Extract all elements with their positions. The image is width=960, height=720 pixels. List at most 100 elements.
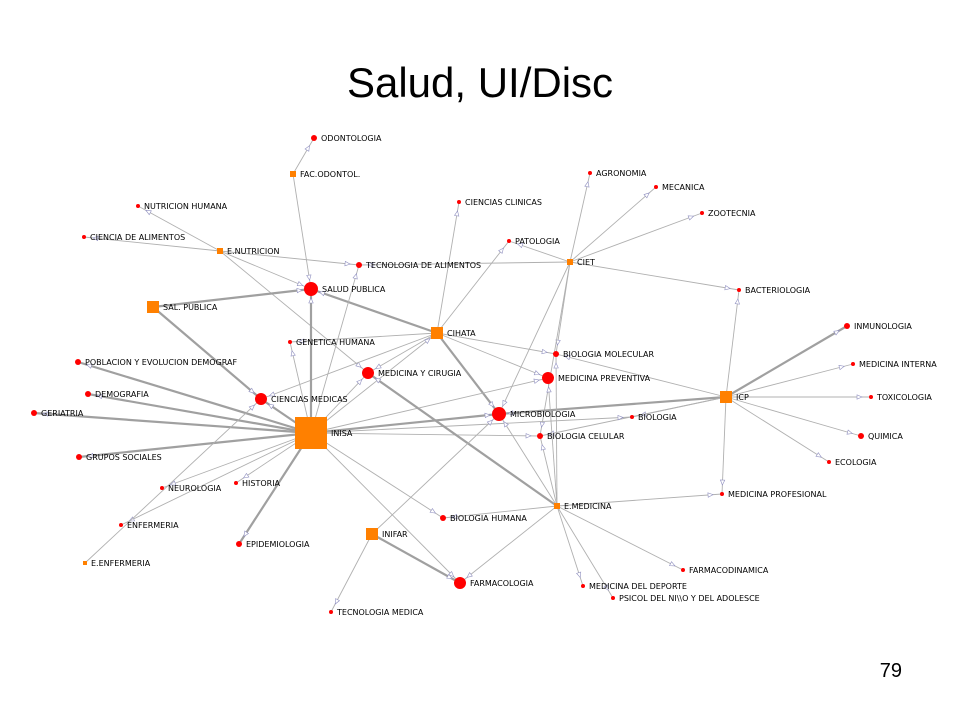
node-label-historia: HISTORIA xyxy=(242,479,281,488)
edge-icp-bacteriologia xyxy=(725,289,740,398)
edge-ciet-biologia-celular xyxy=(539,261,571,437)
edge-arrow-microbiologia xyxy=(507,410,514,416)
edge-ciet-mecanica xyxy=(569,186,657,263)
edge-fac-odontol-odontologia xyxy=(292,137,315,175)
edge-arrow-historia xyxy=(242,472,250,479)
node-zootecnia xyxy=(700,211,704,215)
edge-icp-medicina-interna xyxy=(725,363,854,398)
edge-cihata-microbiologia xyxy=(436,332,500,415)
node-label-biologia-humana: BIOLOGIA HUMANA xyxy=(450,514,527,523)
edge-cihata-ciencias-clinicas xyxy=(436,201,460,334)
node-medicina-preventiva xyxy=(542,372,554,384)
edge-arrow-toxicologia xyxy=(856,394,863,400)
edge-e-nutricion-ciencia-alimentos xyxy=(83,236,221,252)
edge-arrow-biologia xyxy=(617,415,624,421)
node-label-biologia-celular: BIOLOGIA CELULAR xyxy=(547,432,625,441)
node-enfermeria xyxy=(119,523,123,527)
node-label-epidemiologia: EPIDEMIOLOGIA xyxy=(246,540,310,549)
edge-arrow-salud-publica xyxy=(306,274,312,281)
edge-arrow-biologia-humana xyxy=(429,508,437,514)
node-label-biologia-molecular: BIOLOGIA MOLECULAR xyxy=(563,350,654,359)
edge-inisa-biologia-humana xyxy=(310,432,444,519)
edge-inisa-epidemiologia xyxy=(238,432,312,545)
edge-arrow-patologia xyxy=(516,243,524,249)
edge-arrow-odontologia xyxy=(304,145,310,152)
edge-arrow-tec-alimentos xyxy=(352,272,358,280)
edge-arrow-genetica-humana xyxy=(290,350,296,357)
node-salud-publica xyxy=(304,282,318,296)
edge-arrow-medicina-cirugia xyxy=(374,377,382,384)
node-label-grupos-sociales: GRUPOS SOCIALES xyxy=(86,453,162,462)
node-layer: ODONTOLOGIAFAC.ODONTOL.AGRONOMIAMECANICA… xyxy=(31,134,937,617)
node-inmunologia xyxy=(844,323,850,329)
slide-title: Salud, UI/Disc xyxy=(346,59,614,106)
edge-icp-quimica xyxy=(725,396,862,437)
edge-arrow-demografia xyxy=(96,393,103,400)
edge-inifar-farmacologia xyxy=(371,533,461,584)
edge-cihata-medicina-preventiva xyxy=(436,332,549,379)
edge-arrow-geriatria xyxy=(42,411,49,417)
page-number: 79 xyxy=(879,660,902,682)
edge-inifar-tecnologia-medica xyxy=(330,533,373,613)
edge-e-medicina-medicina-cirugia xyxy=(367,372,558,507)
edge-arrow-salud-publica xyxy=(296,281,304,286)
node-e-medicina xyxy=(554,503,560,509)
edge-icp-medicina-profesional xyxy=(721,396,727,495)
edge-ciet-tec-alimentos xyxy=(358,261,571,266)
node-label-biologia: BIOLOGIA xyxy=(638,413,677,422)
edge-arrow-biologia-molecular xyxy=(564,354,571,361)
node-label-e-nutricion: E.NUTRICION xyxy=(227,247,279,256)
node-biologia xyxy=(630,415,634,419)
node-label-tecnologia-medica: TECNOLOGIA MEDICA xyxy=(336,608,424,617)
edge-e-medicina-farmacodinamica xyxy=(556,505,684,571)
edge-icp-biologia-molecular xyxy=(555,353,727,398)
edge-ciet-microbiologia xyxy=(498,261,571,415)
edge-e-medicina-biologia-humana xyxy=(442,505,558,519)
node-odontologia xyxy=(311,135,317,141)
node-label-neurologia: NEUROLOGIA xyxy=(168,484,222,493)
node-label-icp: ICP xyxy=(736,393,749,402)
node-label-mecanica: MECANICA xyxy=(662,183,705,192)
node-label-patologia: PATOLOGIA xyxy=(515,237,560,246)
edge-arrow-bacteriologia xyxy=(724,285,731,291)
edge-inisa-tec-alimentos xyxy=(310,264,360,434)
edge-arrow-medicina-cirugia xyxy=(375,363,382,369)
edge-arrow-patologia xyxy=(498,247,504,254)
node-microbiologia xyxy=(492,407,506,421)
edge-e-nutricion-salud-publica xyxy=(219,250,312,290)
node-nutricion-humana xyxy=(136,204,140,208)
edge-arrow-quimica xyxy=(846,429,854,435)
node-label-bacteriologia: BACTERIOLOGIA xyxy=(745,286,811,295)
edge-arrow-agronomia xyxy=(584,181,590,188)
edge-arrow-farmacologia xyxy=(448,570,455,578)
edge-cihata-salud-publica xyxy=(310,287,438,335)
node-inisa xyxy=(295,417,327,449)
edge-e-medicina-biologia-molecular xyxy=(555,353,558,507)
edge-cihata-genetica-humana xyxy=(289,332,438,343)
edge-inisa-farmacologia xyxy=(310,432,461,584)
edge-cihata-ciencias-medicas xyxy=(260,332,438,400)
node-poblacion xyxy=(75,359,81,365)
node-cihata xyxy=(431,327,443,339)
node-inifar xyxy=(366,528,378,540)
edge-ciet-zootecnia xyxy=(569,212,703,263)
node-ciencia-alimentos xyxy=(82,235,86,239)
edge-arrow-medicina-interna xyxy=(838,365,846,371)
edge-arrow-medicina-preventiva xyxy=(533,378,540,384)
edge-arrow-medicina-preventiva xyxy=(546,386,552,393)
node-label-ecologia: ECOLOGIA xyxy=(835,458,877,467)
edge-arrow-microbiologia xyxy=(488,401,494,408)
node-ciencias-medicas xyxy=(255,393,267,405)
node-tec-alimentos xyxy=(356,262,362,268)
edge-arrow-inmunologia xyxy=(833,330,840,336)
edge-e-medicina-medicina-profesional xyxy=(556,493,723,507)
edge-ciet-agronomia xyxy=(569,172,591,263)
edge-arrow-epidemiologia xyxy=(243,530,250,538)
edge-arrow-biologia-molecular xyxy=(555,339,561,346)
node-label-tec-alimentos: TECNOLOGIA DE ALIMENTOS xyxy=(365,261,481,270)
edge-icp-microbiologia xyxy=(498,395,727,416)
node-farmacodinamica xyxy=(681,568,685,572)
edge-arrow-medicina-cirugia xyxy=(355,361,362,368)
node-quimica xyxy=(858,433,864,439)
